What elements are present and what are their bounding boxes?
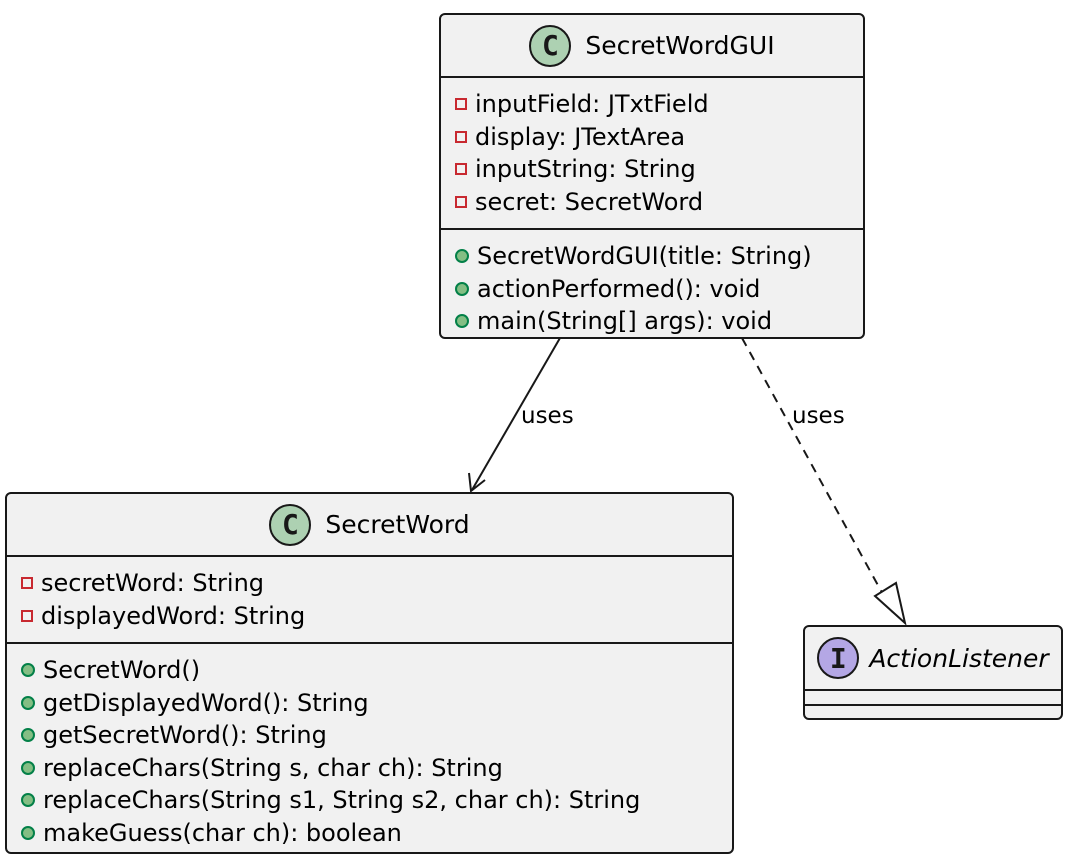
method-row: makeGuess(char ch): boolean [21,817,732,850]
method-row: SecretWordGUI(title: String) [455,240,863,273]
public-visibility-icon [21,793,35,808]
class-secret-word-gui[interactable]: C SecretWordGUI inputField: JTxtField di… [439,13,865,339]
method-text: replaceChars(String s, char ch): String [43,753,503,782]
uses-association-line [471,337,561,491]
public-visibility-icon [21,663,35,678]
method-row: replaceChars(String s, char ch): String [21,752,732,785]
field-row: displayedWord: String [21,600,732,633]
empty-fields-section [805,689,1061,704]
method-row: replaceChars(String s1, String s2, char … [21,784,732,817]
private-visibility-icon [21,609,33,622]
class-secret-word[interactable]: C SecretWord secretWord: String displaye… [5,492,734,854]
private-visibility-icon [21,577,33,590]
public-visibility-icon [21,695,35,710]
field-text: secret: SecretWord [475,187,704,216]
empty-methods-section [805,704,1061,719]
method-text: makeGuess(char ch): boolean [43,818,402,847]
method-text: actionPerformed(): void [477,274,761,303]
class-header: I ActionListener [805,627,1061,689]
method-text: SecretWordGUI(title: String) [477,242,812,271]
field-row: secret: SecretWord [455,186,863,219]
class-c-icon: C [529,24,572,67]
fields-section: inputField: JTxtField display: JTextArea… [441,78,863,230]
public-visibility-icon [455,249,469,264]
field-row: secretWord: String [21,567,732,600]
public-visibility-icon [21,825,35,840]
private-visibility-icon [455,163,467,176]
private-visibility-icon [455,130,467,143]
field-row: inputString: String [455,153,863,186]
public-visibility-icon [455,281,469,296]
field-text: display: JTextArea [475,122,686,151]
method-row: getSecretWord(): String [21,719,732,752]
field-text: inputString: String [475,155,696,184]
field-text: inputField: JTxtField [475,90,709,119]
methods-section: SecretWord() getDisplayedWord(): String … [7,644,732,859]
class-name: SecretWordGUI [585,31,775,60]
class-name: SecretWord [325,510,470,539]
realization-label: uses [792,403,845,429]
association-label: uses [521,403,574,429]
method-row: main(String[] args): void [455,305,863,338]
interface-name: ActionListener [869,643,1049,673]
class-header: C SecretWordGUI [441,15,863,78]
public-visibility-icon [21,728,35,743]
method-text: getDisplayedWord(): String [43,688,369,717]
field-text: displayedWord: String [41,601,306,630]
realization-arrowhead [873,581,907,626]
fields-section: secretWord: String displayedWord: String [7,557,732,644]
method-row: actionPerformed(): void [455,273,863,306]
public-visibility-icon [455,314,469,329]
method-text: getSecretWord(): String [43,721,327,750]
field-text: secretWord: String [41,569,265,598]
methods-section: SecretWordGUI(title: String) actionPerfo… [441,230,863,348]
interface-action-listener[interactable]: I ActionListener [803,625,1063,720]
method-text: replaceChars(String s1, String s2, char … [43,786,641,815]
method-row: SecretWord() [21,654,732,687]
method-text: SecretWord() [43,656,201,685]
method-row: getDisplayedWord(): String [21,687,732,720]
method-text: main(String[] args): void [477,307,773,336]
private-visibility-icon [455,98,467,111]
class-header: C SecretWord [7,494,732,557]
uses-realization-line [741,337,897,619]
class-c-icon: C [269,503,312,546]
field-row: display: JTextArea [455,121,863,154]
association-arrowhead [468,472,486,493]
field-row: inputField: JTxtField [455,88,863,121]
private-visibility-icon [455,195,467,208]
interface-i-icon: I [817,637,860,679]
public-visibility-icon [21,760,35,775]
